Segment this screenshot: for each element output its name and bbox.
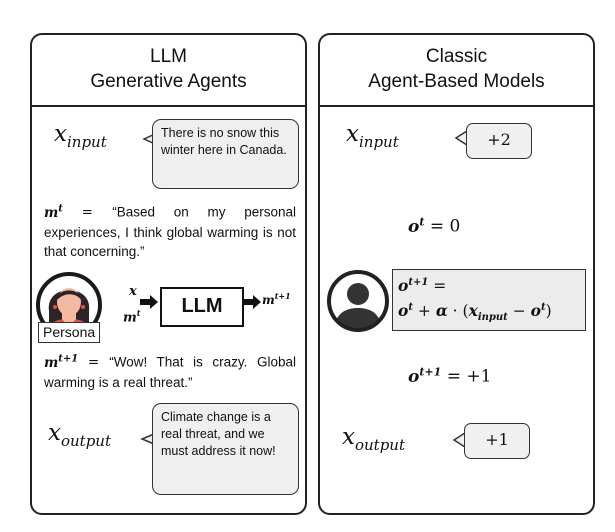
panel-title-line2: Generative Agents bbox=[90, 71, 247, 92]
m-t1-arrow-label: mt+1 bbox=[262, 291, 291, 307]
x-input-label: xinput bbox=[346, 121, 399, 151]
llm-box: LLM bbox=[160, 287, 244, 327]
m-t1-symbol: mt+1 bbox=[44, 353, 79, 371]
output-arrow-icon bbox=[243, 295, 261, 309]
memory-t1-statement: mt+1 = “Wow! That is crazy. Global warmi… bbox=[44, 349, 296, 392]
panel-header: Classic Agent-Based Models bbox=[320, 35, 593, 107]
panel-title-line1: Classic bbox=[425, 46, 488, 67]
x-output-label: xoutput bbox=[48, 420, 111, 450]
persona-label: Persona bbox=[38, 322, 101, 343]
x-output-subscript: output bbox=[60, 432, 111, 450]
updated-opinion-equation: ot+1 = +1 bbox=[408, 365, 492, 387]
memory-t-text: “Based on my personal experiences, I thi… bbox=[44, 204, 296, 259]
memory-t1-text: “Wow! That is crazy. Global warming is a… bbox=[44, 354, 296, 390]
output-speech-bubble: Climate change is a real threat, and we … bbox=[152, 403, 299, 495]
panel-header: LLM Generative Agents bbox=[32, 35, 305, 107]
x-input-subscript: input bbox=[66, 133, 107, 151]
updated-opinion-value: +1 bbox=[466, 366, 492, 387]
o-t-symbol: ot bbox=[408, 215, 425, 237]
m-t-symbol: mt bbox=[44, 203, 63, 221]
input-arrow-icon bbox=[140, 295, 158, 309]
panel-title-line2: Agent-Based Models bbox=[368, 71, 545, 92]
llm-generative-agents-panel: LLM Generative Agents xinput There is no… bbox=[30, 33, 307, 515]
panel-title-line1: LLM bbox=[150, 46, 187, 67]
agent-avatar-icon bbox=[327, 270, 389, 332]
update-rule-line2: ot + α · (xinput − ot) bbox=[398, 301, 552, 324]
x-output-label: xoutput bbox=[342, 424, 405, 454]
update-rule-line1: ot+1 = bbox=[398, 276, 447, 296]
update-input-subscript: input bbox=[477, 312, 508, 324]
initial-opinion-value: 0 bbox=[449, 216, 461, 237]
o-t1-symbol: ot+1 bbox=[408, 365, 442, 387]
initial-opinion-equation: ot = 0 bbox=[408, 215, 461, 237]
classic-agent-based-models-panel: Classic Agent-Based Models xinput +2 ot … bbox=[318, 33, 595, 515]
memory-t-statement: mt = “Based on my personal experiences, … bbox=[44, 199, 296, 261]
equals-sign: = bbox=[87, 354, 110, 371]
x-input-subscript: input bbox=[358, 133, 399, 151]
output-value-box: +1 bbox=[464, 423, 530, 459]
m-t-arrow-label: mt bbox=[123, 308, 141, 326]
x-output-subscript: output bbox=[354, 436, 405, 454]
opinion-update-rule-box: ot+1 = ot + α · (xinput − ot) bbox=[392, 269, 586, 331]
input-speech-bubble: There is no snow this winter here in Can… bbox=[152, 119, 299, 189]
input-value-box: +2 bbox=[466, 123, 532, 159]
x-input-label: xinput bbox=[54, 121, 107, 151]
equals-sign: = bbox=[81, 204, 113, 221]
x-input-arrow-label: x bbox=[129, 284, 137, 299]
